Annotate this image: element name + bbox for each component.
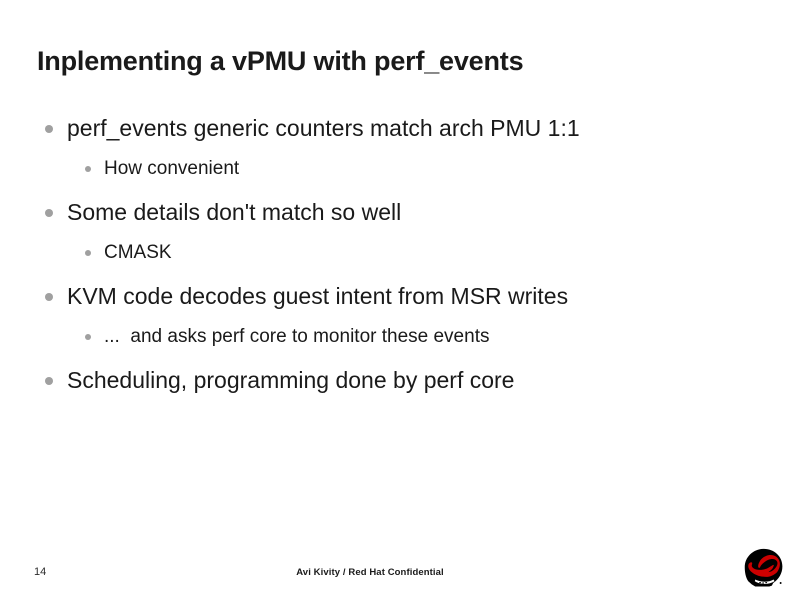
footer-confidentiality-text: Avi Kivity / Red Hat Confidential	[296, 567, 444, 578]
list-item: Scheduling, programming done by perf cor…	[37, 365, 757, 407]
list-item-label: How convenient	[104, 158, 240, 179]
list-item-label: Some details don't match so well	[67, 199, 402, 225]
list-item-label: KVM code decodes guest intent from MSR w…	[67, 283, 569, 309]
bullet-dot-icon	[45, 293, 53, 301]
list-item: Some details don't match so well	[37, 197, 757, 239]
bullet-dot-icon	[85, 334, 91, 340]
list-item-label: perf_events generic counters match arch …	[67, 115, 580, 141]
bullet-dot-icon	[85, 166, 91, 172]
slide-page-number: 14	[34, 566, 47, 578]
list-item: How convenient	[37, 155, 757, 197]
list-item: perf_events generic counters match arch …	[37, 113, 757, 155]
list-item: CMASK	[37, 239, 757, 281]
list-item-label: ... and asks perf core to monitor these …	[104, 326, 490, 347]
bullet-dot-icon	[85, 250, 91, 256]
redhat-shadowman-logo-icon	[742, 548, 786, 590]
bullet-dot-icon	[45, 209, 53, 217]
list-item: KVM code decodes guest intent from MSR w…	[37, 281, 757, 323]
page-title: Inplementing a vPMU with perf_events	[37, 46, 524, 76]
bullet-dot-icon	[45, 125, 53, 133]
list-item-label: Scheduling, programming done by perf cor…	[67, 367, 515, 393]
list-item-label: CMASK	[104, 242, 172, 263]
bullet-dot-icon	[45, 377, 53, 385]
bullet-list: perf_events generic counters match arch …	[37, 113, 757, 407]
list-item: ... and asks perf core to monitor these …	[37, 323, 757, 365]
